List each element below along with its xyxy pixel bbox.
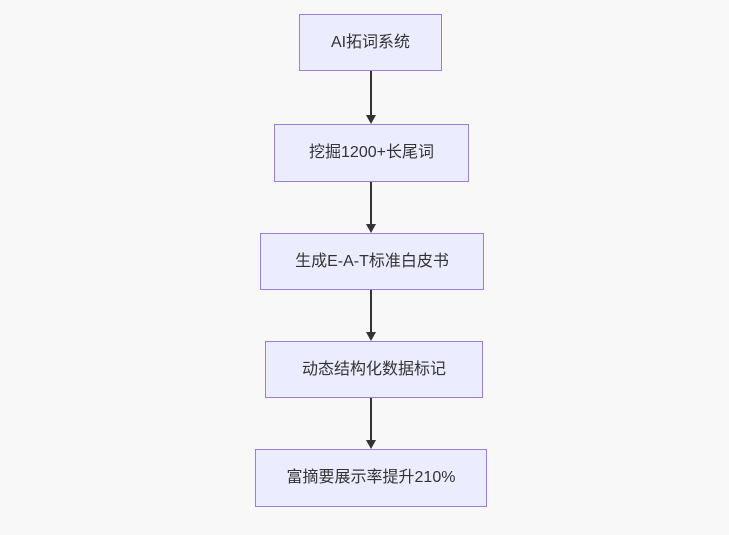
arrow-head-icon xyxy=(366,332,376,341)
flow-arrow-2 xyxy=(365,182,377,233)
arrow-line xyxy=(370,71,372,116)
flow-arrow-3 xyxy=(365,290,377,341)
arrow-head-icon xyxy=(366,224,376,233)
arrow-head-icon xyxy=(366,440,376,449)
flow-node-label: AI拓词系统 xyxy=(330,33,411,51)
flow-node-structured-data-markup: 动态结构化数据标记 xyxy=(265,341,483,398)
flow-node-longtail-mining: 挖掘1200+长尾词 xyxy=(274,124,469,182)
flow-arrow-1 xyxy=(365,71,377,124)
arrow-line xyxy=(370,290,372,333)
flow-node-eat-whitepaper: 生成E-A-T标准白皮书 xyxy=(260,233,484,290)
flow-arrow-4 xyxy=(365,398,377,449)
flow-node-label: 动态结构化数据标记 xyxy=(301,360,446,378)
arrow-head-icon xyxy=(366,115,376,124)
flow-node-ai-word-expansion: AI拓词系统 xyxy=(299,14,442,71)
arrow-line xyxy=(370,398,372,441)
flow-node-label: 富摘要展示率提升210% xyxy=(286,469,456,486)
arrow-line xyxy=(370,182,372,225)
flow-node-rich-snippet-result: 富摘要展示率提升210% xyxy=(255,449,487,507)
flow-node-label: 挖掘1200+长尾词 xyxy=(309,144,434,161)
flow-node-label: 生成E-A-T标准白皮书 xyxy=(295,252,449,270)
